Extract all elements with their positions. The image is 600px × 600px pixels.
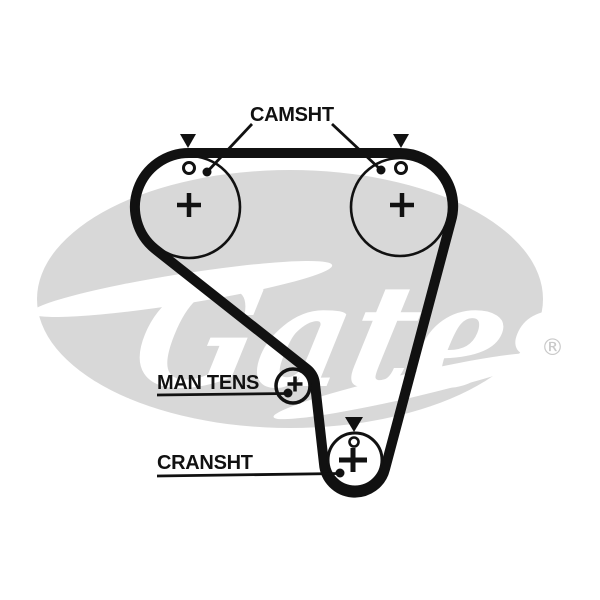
tensioner-label: MAN TENS [157, 372, 259, 394]
timing-belt-path [129, 147, 459, 498]
camshaft-pulley-left [136, 154, 242, 260]
timing-mark-crankshaft [348, 436, 360, 448]
alignment-arrow-right-cam [393, 134, 409, 148]
crankshaft-label: CRANSHT [157, 452, 253, 474]
tensioner-pulley [274, 367, 312, 405]
center-cross-tensioner [287, 376, 303, 392]
leader-line-camshaft-left [205, 123, 254, 173]
timing-mark-right-cam [394, 161, 408, 175]
gates-watermark: Gates ® [31, 170, 600, 428]
leader-line-crankshaft [156, 472, 341, 478]
alignment-arrow-left-cam [180, 134, 196, 148]
leader-dot-left-cam [202, 167, 212, 177]
camshaft-pulley-right [349, 156, 451, 258]
crankshaft-pulley [326, 431, 384, 489]
leader-dot-crankshaft [335, 468, 345, 478]
timing-mark-left-cam [182, 161, 196, 175]
leader-line-tensioner [156, 392, 289, 397]
alignment-arrow-crankshaft [345, 417, 363, 432]
camshaft-label: CAMSHT [250, 104, 334, 126]
center-cross-right-cam [390, 193, 414, 217]
leader-dot-tensioner [283, 388, 293, 398]
leader-dot-right-cam [376, 165, 386, 175]
registered-trademark-icon: ® [541, 335, 564, 361]
watermark-swoosh-left [31, 260, 333, 318]
leader-line-camshaft-right [331, 122, 382, 172]
center-cross-left-cam [177, 193, 201, 217]
center-cross-crankshaft [339, 448, 367, 472]
